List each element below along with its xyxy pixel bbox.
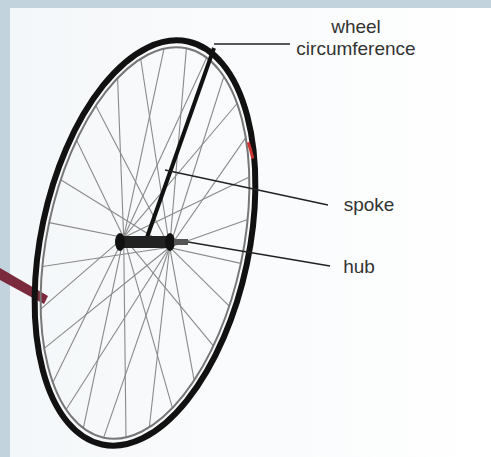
- wheel: [0, 20, 289, 457]
- spoke-line: [91, 237, 205, 407]
- axle: [174, 239, 188, 245]
- highlighted-spoke: [145, 48, 214, 243]
- spoke-line: [144, 247, 220, 380]
- spoke-line: [59, 140, 142, 237]
- hub-flange: [115, 233, 125, 251]
- spoke-line: [85, 78, 155, 237]
- rim-mark: [245, 142, 256, 158]
- rim-inner: [8, 28, 282, 457]
- spoke-line: [83, 237, 166, 437]
- spoke-line: [66, 233, 170, 423]
- spoke-line: [41, 224, 124, 323]
- rim: [0, 20, 289, 457]
- leader-line: [188, 242, 330, 266]
- spoke-line: [83, 237, 124, 428]
- hub-flange: [165, 233, 175, 251]
- spoke-line: [52, 180, 179, 247]
- leader-line: [165, 170, 328, 205]
- part-label: spoke: [334, 194, 404, 216]
- hub: [115, 233, 188, 251]
- spoke-line: [104, 242, 170, 443]
- spoke-line: [49, 222, 124, 239]
- part-label: hub: [334, 256, 384, 278]
- spoke-line: [160, 247, 238, 306]
- part-label: wheel circumference: [286, 16, 426, 60]
- spoke-line: [53, 229, 124, 390]
- leader-line: [214, 43, 290, 44]
- spoke-line: [170, 205, 248, 262]
